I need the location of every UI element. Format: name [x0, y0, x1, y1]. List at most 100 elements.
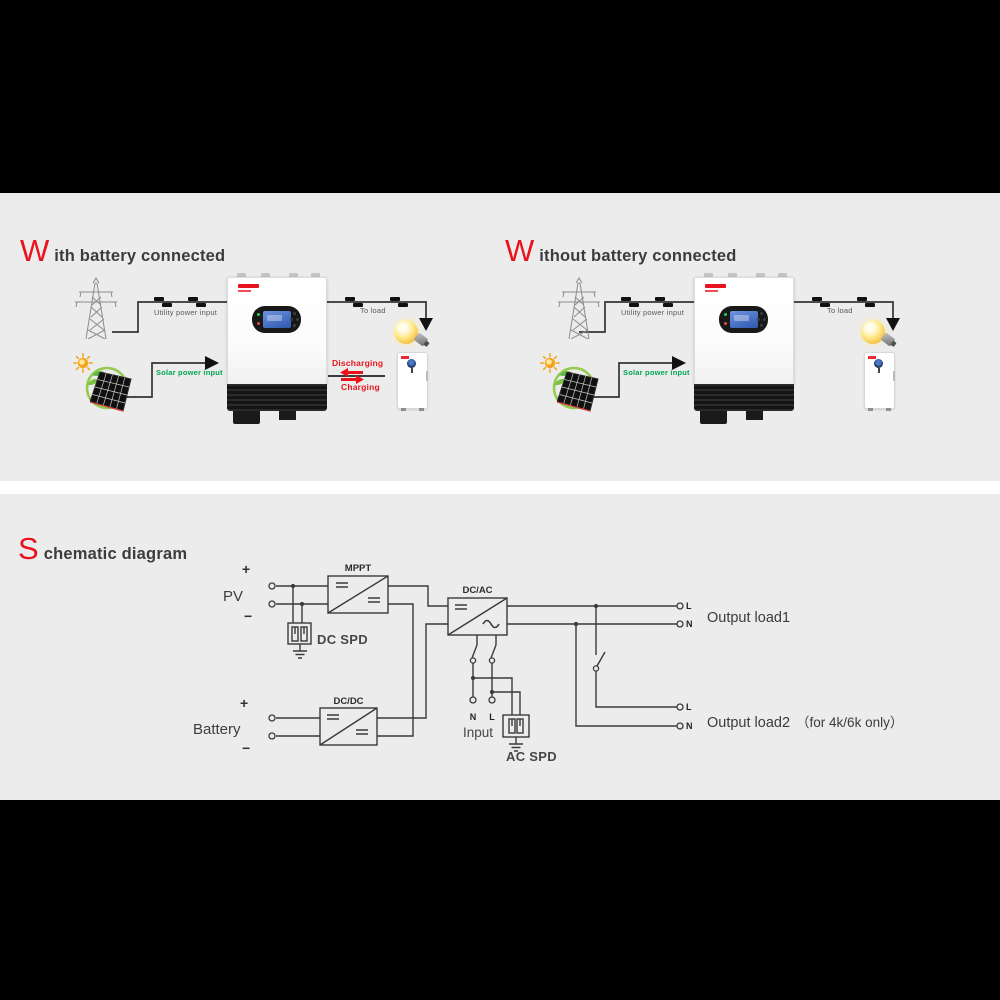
inverter-display [252, 306, 301, 333]
output-load1-label: Output load1 [707, 610, 791, 626]
dc-spd-symbol [287, 622, 312, 659]
mounting-tab [704, 273, 713, 279]
inverter-image [227, 272, 327, 425]
brand-logo [401, 356, 409, 359]
output-load2-label: Output load2（for 4k/6k only） [707, 711, 903, 731]
discharge-arrow-icon [340, 368, 363, 377]
brand-logo [868, 356, 876, 359]
arrow-down-icon [419, 318, 433, 331]
title-schematic: S chematic diagram [18, 530, 188, 566]
output1-wires [507, 605, 677, 625]
output2-n-label: N [686, 721, 693, 731]
sun-icon [540, 353, 560, 373]
mounting-tab [728, 273, 737, 279]
light-bulb-icon [389, 315, 433, 350]
display-button [763, 318, 766, 321]
solar-wire [590, 362, 672, 398]
title-initial: W [505, 232, 535, 268]
dc-spd-drop-wires [292, 586, 303, 623]
input-n-label: N [469, 712, 477, 722]
inverter-lcd-screen [263, 311, 291, 328]
arrow-right-icon [672, 356, 686, 370]
display-button [760, 324, 763, 327]
mppt-block [327, 575, 389, 614]
input-wires [472, 635, 497, 697]
solar-power-input-label: Solar power input [156, 368, 223, 377]
battery-gauge-stem [878, 368, 880, 373]
ground-symbol [509, 737, 523, 752]
solar-wire [123, 362, 205, 398]
scene-with-battery: Utility power input Solar power input To… [60, 270, 480, 430]
sun-icon [73, 353, 93, 373]
battery-minus-label: − [242, 740, 251, 756]
mppt-to-dcac-wire [388, 585, 448, 607]
solar-power-input-label: Solar power input [623, 368, 690, 377]
dcdc-to-dcac-wire [377, 623, 448, 719]
inverter-foot [233, 411, 260, 424]
cabinet-foot [401, 408, 406, 411]
display-button [290, 318, 293, 321]
battery-gauge [874, 359, 883, 368]
solar-panel-icon [556, 371, 599, 412]
utility-power-input-label: Utility power input [621, 308, 684, 317]
inverter-lcd-screen [730, 311, 758, 328]
display-button [293, 324, 296, 327]
light-bulb-icon [856, 315, 900, 350]
output-load2-note: （for 4k/6k only） [796, 715, 904, 730]
output2-n-wire [575, 624, 677, 727]
cabinet-handle [893, 371, 895, 381]
arrow-right-icon [205, 356, 219, 370]
cabinet-foot [868, 408, 873, 411]
title-text: chematic diagram [43, 544, 188, 563]
breaker-icons [621, 297, 875, 307]
ac-spd-wires [473, 677, 521, 715]
title-with-battery: W ith battery connected [20, 235, 225, 266]
connection-diagrams-panel [0, 193, 1000, 481]
status-led-red [257, 322, 260, 325]
status-led-red [724, 322, 727, 325]
utility-power-input-label: Utility power input [154, 308, 217, 317]
battery-cabinet-image [397, 352, 428, 411]
battery-gauge [407, 359, 416, 368]
utility-wire [112, 301, 227, 333]
scene-wiring-svg [579, 297, 900, 398]
ac-spd-symbol [502, 714, 530, 752]
transmission-tower-icon [70, 277, 122, 340]
utility-wire [579, 301, 694, 333]
terminal-circles [268, 582, 684, 740]
title-initial: S [18, 530, 39, 566]
transmission-tower-icon [553, 277, 605, 340]
inverter-foot [279, 411, 296, 420]
inverter-vent-section [227, 384, 327, 411]
inverter-vent-section [694, 384, 794, 411]
ac-spd-label: AC SPD [506, 749, 557, 764]
mounting-tab [311, 273, 320, 279]
mounting-tab [261, 273, 270, 279]
battery-wires [276, 717, 320, 737]
pv-minus-label: − [244, 608, 253, 624]
bottom-letterbox [0, 800, 1000, 1000]
display-button [760, 312, 763, 315]
dc-spd-label: DC SPD [317, 632, 368, 647]
panel-divider [0, 481, 1000, 494]
cabinet-handle [426, 371, 428, 381]
inverter-image [694, 272, 794, 425]
status-led-green [724, 313, 727, 316]
display-button [296, 318, 299, 321]
battery-label: Battery [193, 721, 241, 738]
battery-gauge-stem [411, 368, 413, 373]
title-without-battery: W ithout battery connected [505, 232, 737, 268]
switch-blades [471, 644, 606, 667]
to-load-label: To load [827, 306, 853, 315]
brand-logo [238, 284, 259, 292]
title-text: ithout battery connected [539, 246, 737, 265]
mounting-tab [756, 273, 765, 279]
mounting-tab [237, 273, 246, 279]
dcdc-label: DC/DC [333, 696, 364, 707]
mppt-label: MPPT [344, 563, 372, 574]
dc-bus-wire [377, 603, 414, 737]
mounting-tab [778, 273, 787, 279]
input-l-label: L [489, 712, 495, 722]
dcac-label: DC/AC [462, 585, 493, 596]
